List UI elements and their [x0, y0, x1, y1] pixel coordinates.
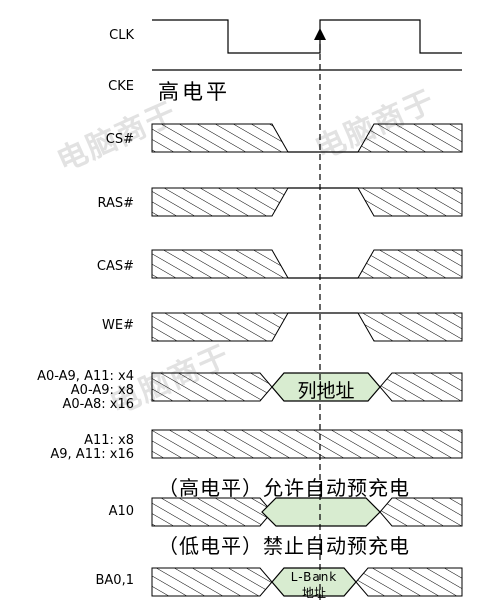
a10-waveform [151, 497, 463, 527]
label-a11-2: A9, A11: x16 [50, 447, 134, 462]
cke-high-level-text: 高电平 [158, 80, 230, 104]
label-a10: A10 [108, 504, 134, 519]
label-we: WE# [102, 318, 134, 333]
label-cas: CAS# [96, 259, 134, 274]
lbank-text-line2: 地址 [301, 586, 326, 600]
label-addr-2: A0-A9: x8 [70, 383, 134, 398]
ras-waveform [151, 187, 463, 217]
lbank-text-line1: L-Bank [290, 570, 338, 584]
label-clk: CLK [109, 28, 134, 43]
cas-waveform [151, 249, 463, 279]
a11-waveform [151, 429, 463, 459]
label-addr-1: A0-A9, A11: x4 [37, 369, 134, 384]
label-cs: CS# [105, 132, 134, 147]
cs-waveform [151, 123, 463, 153]
label-cke: CKE [108, 79, 134, 94]
a10-valid-cell [261, 497, 381, 527]
a10-low-text: （低电平）禁止自动预充电 [158, 534, 410, 558]
ba-waveform [151, 567, 463, 597]
we-waveform [151, 312, 463, 342]
column-address-text: 列地址 [297, 380, 355, 402]
label-ras: RAS# [97, 196, 134, 211]
label-addr-3: A0-A8: x16 [62, 397, 134, 412]
label-ba: BA0,1 [95, 573, 135, 588]
address-waveform [151, 372, 463, 402]
label-a11-1: A11: x8 [84, 433, 134, 448]
clk-waveform [152, 19, 462, 54]
a10-high-text: （高电平）允许自动预充电 [158, 476, 410, 500]
